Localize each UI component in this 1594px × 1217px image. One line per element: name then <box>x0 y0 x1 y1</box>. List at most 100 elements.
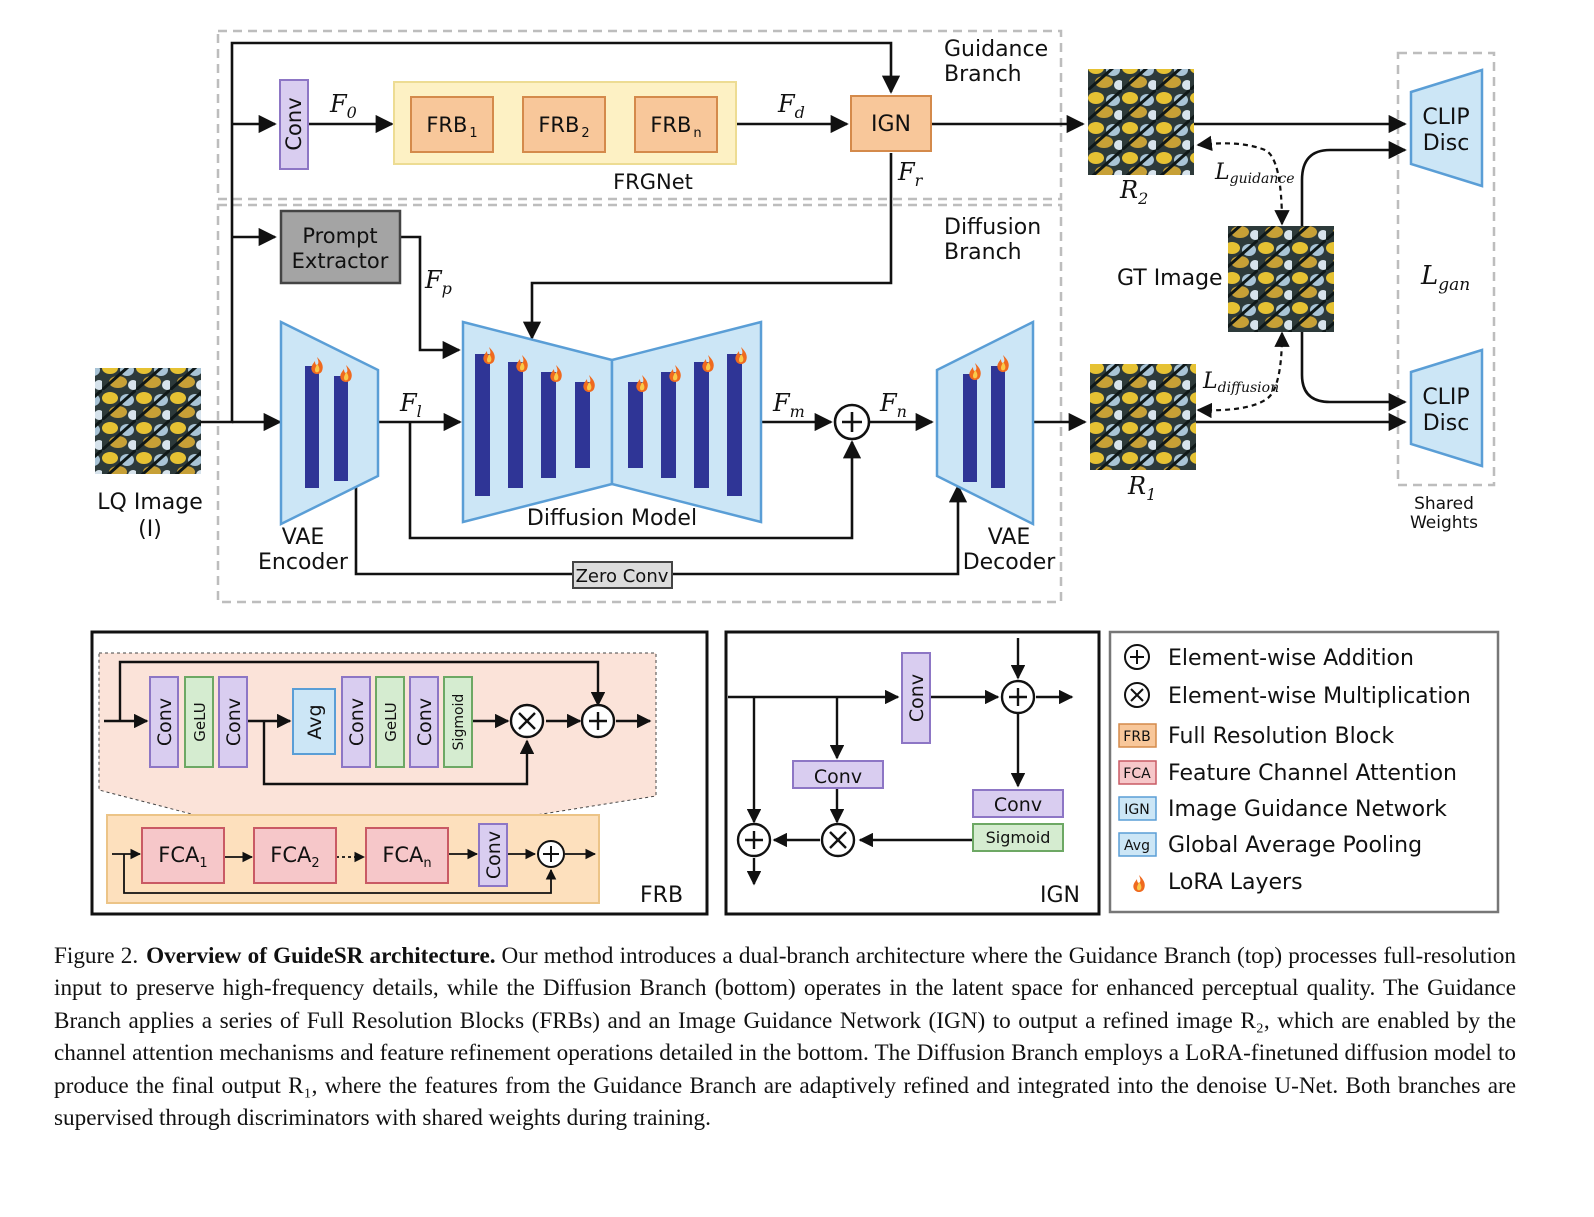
decoder-bar <box>991 366 1005 488</box>
svg-text:FCA: FCA <box>1123 766 1151 782</box>
legend-ign-swatch: IGN <box>1118 796 1157 821</box>
unet-bar <box>727 354 742 496</box>
gt-to-disc-bottom-line <box>1300 331 1407 412</box>
fp-label: Fp <box>424 266 452 298</box>
fm-label: Fm <box>772 389 805 421</box>
gt-image <box>1228 226 1334 332</box>
legend-multiply-icon <box>1124 682 1150 708</box>
svg-text:Avg: Avg <box>1124 838 1150 854</box>
frb-multiply-operator <box>509 703 545 739</box>
fr-label: Fr <box>897 158 924 190</box>
l-guidance-loss-line <box>1196 135 1290 226</box>
svg-text:Conv: Conv <box>414 698 436 746</box>
l-diffusion-label: Ldiffusion <box>1202 369 1279 396</box>
fl-skip-line <box>408 422 862 540</box>
svg-text:GeLU: GeLU <box>191 702 209 741</box>
fn-label: Fn <box>879 389 907 421</box>
svg-text:Conv: Conv <box>154 698 176 746</box>
svg-text:FCA2: FCA2 <box>270 843 319 871</box>
f0-label: F0 <box>329 90 357 122</box>
ign-multiply <box>820 822 856 858</box>
unet-bar <box>541 372 556 478</box>
encoder-bar <box>305 366 319 488</box>
legend-frb-swatch: FRB <box>1118 723 1157 748</box>
diffusion-model: Diffusion Model <box>461 320 763 531</box>
fp-line <box>401 235 461 360</box>
svg-text:Zero Conv: Zero Conv <box>576 566 669 587</box>
legend-label: Element-wise Addition <box>1168 646 1414 671</box>
unet-bar <box>508 362 523 488</box>
ign-panel: Conv Conv Conv Sigmoid IGN <box>724 630 1101 916</box>
l-gan-label: Lgan <box>1420 261 1470 295</box>
fr-line <box>522 153 893 340</box>
legend-avg-swatch: Avg <box>1118 832 1157 857</box>
vae-decoder <box>935 319 1035 527</box>
frb-conv-3: Conv <box>341 676 371 768</box>
frb-residual-add <box>537 840 565 868</box>
figure-caption: Figure 2.Overview of GuideSR architectur… <box>54 940 1516 1134</box>
svg-text:Conv: Conv <box>346 698 368 746</box>
unet-bar <box>475 354 490 496</box>
diffusion-branch-region <box>216 203 1063 604</box>
frb-sigmoid: Sigmoid <box>443 676 473 768</box>
svg-text:Conv: Conv <box>994 794 1042 816</box>
encoder-bar <box>334 376 348 481</box>
ign-conv-vertical: Conv <box>901 652 931 744</box>
add-operator <box>833 403 871 441</box>
fca-block-n: FCAn <box>365 827 449 884</box>
ign-panel-title: IGN <box>1040 883 1080 908</box>
svg-text:Conv: Conv <box>906 674 928 722</box>
legend-label: Full Resolution Block <box>1168 724 1394 749</box>
shared-disc-region <box>1396 51 1496 487</box>
zero-conv-block: Zero Conv <box>572 561 673 589</box>
frb-panel-title: FRB <box>640 883 683 908</box>
gt-to-disc-top-line <box>1300 140 1407 226</box>
unet-bar <box>575 382 590 468</box>
frb-conv-2: Conv <box>218 676 248 768</box>
svg-text:GeLU: GeLU <box>382 702 400 741</box>
legend-add-icon <box>1124 644 1150 670</box>
svg-text:IGN: IGN <box>1124 802 1149 818</box>
legend-fca-swatch: FCA <box>1118 760 1157 785</box>
frb-gelu-1: GeLU <box>184 676 214 768</box>
unet-bar <box>628 382 643 468</box>
frb-gelu-2: GeLU <box>375 676 405 768</box>
r1-label: R1 <box>1127 472 1156 504</box>
fca-block-1: FCA1 <box>141 827 225 884</box>
legend-label: Global Average Pooling <box>1168 833 1422 858</box>
frb-panel: Conv GeLU Conv Avg Conv GeLU Conv Sigmoi… <box>90 630 709 916</box>
ign-sigmoid: Sigmoid <box>972 823 1064 852</box>
r2-label: R2 <box>1119 176 1148 208</box>
legend-label: LoRA Layers <box>1168 870 1303 895</box>
legend: FRB FCA IGN Avg Element-wise Addition El… <box>1108 630 1500 914</box>
r2-image <box>1088 69 1194 175</box>
frb-add-operator <box>580 703 616 739</box>
svg-text:Sigmoid: Sigmoid <box>986 828 1051 847</box>
lq-to-ign-line <box>201 41 901 424</box>
svg-text:FCAn: FCAn <box>382 843 431 871</box>
decoder-bar <box>963 374 977 482</box>
legend-label: Feature Channel Attention <box>1168 761 1457 786</box>
ign-conv-left: Conv <box>792 760 884 789</box>
svg-text:Conv: Conv <box>483 831 505 879</box>
svg-text:Conv: Conv <box>814 766 862 788</box>
caption-label: Figure 2. <box>54 943 139 969</box>
unet-bar <box>661 372 676 478</box>
svg-text:Conv: Conv <box>223 698 245 746</box>
l-diffusion-loss-line <box>1196 331 1290 419</box>
frgnet-label: FRGNet <box>613 170 693 194</box>
frb-conv-out: Conv <box>478 823 508 887</box>
